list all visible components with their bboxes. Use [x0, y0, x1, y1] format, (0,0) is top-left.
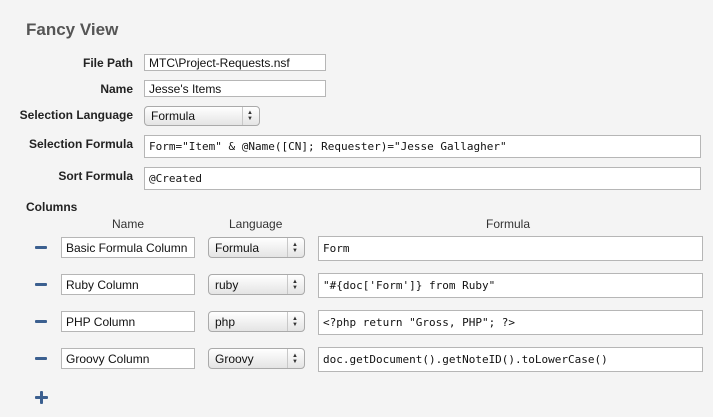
selection-language-value: Formula — [151, 109, 196, 123]
select-arrows-icon: ▲▼ — [287, 275, 302, 294]
column-language-value: php — [215, 314, 236, 329]
file-path-label: File Path — [82, 56, 133, 70]
column-name-field[interactable]: Groovy Column — [61, 348, 195, 369]
column-language-value: Groovy — [215, 351, 254, 366]
selection-formula-label: Selection Formula — [28, 137, 133, 151]
minus-icon[interactable] — [35, 283, 47, 286]
select-arrows-icon: ▲▼ — [287, 238, 302, 257]
sort-formula-field[interactable]: @Created — [144, 167, 701, 190]
minus-icon[interactable] — [35, 320, 47, 323]
column-language-value: Formula — [215, 240, 260, 255]
select-arrows-icon: ▲▼ — [287, 349, 302, 368]
name-field[interactable]: Jesse's Items — [144, 80, 326, 97]
select-arrows-icon: ▲▼ — [287, 312, 302, 331]
column-language-select[interactable]: ruby ▲▼ — [208, 274, 305, 295]
column-formula-field[interactable]: <?php return "Gross, PHP"; ?> — [318, 310, 703, 335]
column-name-field[interactable]: PHP Column — [61, 311, 195, 332]
column-language-select[interactable]: Formula ▲▼ — [208, 237, 305, 258]
column-language-select[interactable]: php ▲▼ — [208, 311, 305, 332]
columns-label: Columns — [26, 200, 78, 214]
sort-formula-label: Sort Formula — [58, 169, 133, 183]
selection-language-select[interactable]: Formula ▲▼ — [144, 106, 260, 126]
name-label: Name — [100, 82, 133, 96]
column-formula-field[interactable]: "#{doc['Form']} from Ruby" — [318, 273, 703, 298]
column-formula-field[interactable]: Form — [318, 236, 703, 261]
column-name-field[interactable]: Basic Formula Column — [61, 237, 195, 258]
minus-icon[interactable] — [35, 357, 47, 360]
selection-language-label: Selection Language — [19, 108, 133, 122]
column-header-language: Language — [229, 217, 283, 231]
column-header-name: Name — [112, 217, 145, 231]
plus-icon[interactable] — [35, 391, 48, 404]
column-header-formula: Formula — [486, 217, 531, 231]
file-path-field[interactable]: MTC\Project-Requests.nsf — [144, 54, 326, 71]
select-arrows-icon: ▲▼ — [242, 107, 257, 125]
column-name-field[interactable]: Ruby Column — [61, 274, 195, 295]
minus-icon[interactable] — [35, 246, 47, 249]
selection-formula-field[interactable]: Form="Item" & @Name([CN]; Requester)="Je… — [144, 135, 701, 158]
column-formula-field[interactable]: doc.getDocument().getNoteID().toLowerCas… — [318, 347, 703, 372]
page-title: Fancy View — [26, 20, 119, 39]
column-language-value: ruby — [215, 277, 239, 292]
column-language-select[interactable]: Groovy ▲▼ — [208, 348, 305, 369]
